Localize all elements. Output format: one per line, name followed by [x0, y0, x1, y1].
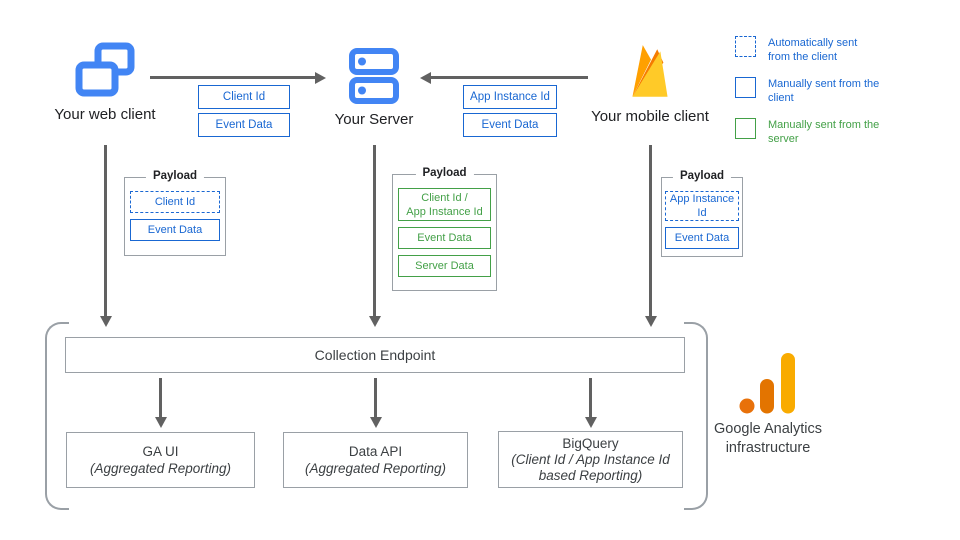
- data-api-box: Data API (Aggregated Reporting): [283, 432, 468, 488]
- web-client-node: Your web client: [45, 42, 165, 123]
- infrastructure-bracket-left: [45, 322, 69, 510]
- ga-ui-title: GA UI: [142, 444, 179, 459]
- bigquery-title: BigQuery: [562, 435, 619, 451]
- mobile-payload: Payload App Instance Id Event Data: [661, 170, 743, 257]
- payload-chip-app-instance-id: App Instance Id: [665, 191, 739, 221]
- mobile-client-label: Your mobile client: [591, 108, 709, 125]
- server-icon: [349, 48, 399, 104]
- collection-endpoint-box: Collection Endpoint: [65, 337, 685, 373]
- payload-chip-event-data: Event Data: [398, 227, 491, 249]
- data-api-subtitle: (Aggregated Reporting): [304, 461, 447, 476]
- mobile-edge-tags: App Instance Id Event Data: [463, 85, 557, 137]
- web-payload: Payload Client Id Event Data: [124, 170, 226, 256]
- google-analytics-logo-icon: [739, 353, 795, 414]
- chip-client-id: Client Id: [198, 85, 290, 109]
- infrastructure-label: Google Analytics infrastructure: [713, 421, 822, 456]
- payload-chip-event-data: Event Data: [665, 227, 739, 249]
- payload-chip-client-id: Client Id: [130, 191, 220, 213]
- legend-label: Manually sent from the client: [768, 78, 880, 104]
- arrow-mobile-down: [645, 145, 656, 327]
- server-label: Your Server: [334, 111, 414, 128]
- server-payload: Payload Client Id / App Instance Id Even…: [392, 167, 497, 291]
- arrow-endpoint-to-bigquery: [585, 378, 596, 428]
- web-client-icon: [75, 42, 135, 97]
- arrow-endpoint-to-data-api: [370, 378, 381, 428]
- server-payload-title: Payload: [415, 167, 474, 179]
- ga-ui-box: GA UI (Aggregated Reporting): [66, 432, 255, 488]
- chip-event-data: Event Data: [198, 113, 290, 137]
- mobile-payload-title: Payload: [672, 170, 732, 182]
- server-node: Your Server: [314, 48, 434, 128]
- arrow-server-down: [369, 145, 380, 327]
- payload-chip-event-data: Event Data: [130, 219, 220, 241]
- arrow-endpoint-to-ga-ui: [155, 378, 166, 428]
- payload-chip-server-data: Server Data: [398, 255, 491, 277]
- legend-swatch-solid-green: [735, 118, 756, 139]
- chip-event-data: Event Data: [463, 113, 557, 137]
- arrow-web-to-server: [150, 72, 326, 83]
- legend-item-auto-client: Automatically sent from the client: [735, 36, 880, 64]
- web-client-label: Your web client: [54, 106, 156, 123]
- data-api-title: Data API: [348, 444, 403, 459]
- legend-item-manual-client: Manually sent from the client: [735, 77, 880, 105]
- legend-label: Manually sent from the server: [768, 119, 880, 145]
- arrow-mobile-to-server: [420, 72, 588, 83]
- ga-ui-subtitle: (Aggregated Reporting): [89, 461, 232, 476]
- legend-swatch-dashed-blue: [735, 36, 756, 57]
- web-payload-title: Payload: [145, 170, 205, 182]
- arrow-web-down: [100, 145, 111, 327]
- collection-endpoint-label: Collection Endpoint: [314, 346, 436, 363]
- chip-app-instance-id: App Instance Id: [463, 85, 557, 109]
- web-edge-tags: Client Id Event Data: [198, 85, 290, 137]
- legend-item-manual-server: Manually sent from the server: [735, 118, 880, 146]
- bigquery-box: BigQuery (Client Id / App Instance Id ba…: [498, 431, 683, 488]
- bigquery-subtitle: (Client Id / App Instance Id based Repor…: [511, 451, 670, 483]
- legend-label: Automatically sent from the client: [768, 37, 858, 63]
- payload-chip-client-or-app-id: Client Id / App Instance Id: [398, 188, 491, 221]
- firebase-icon: [632, 45, 668, 97]
- infrastructure-bracket-right: [684, 322, 708, 510]
- mobile-client-node: Your mobile client: [585, 40, 715, 125]
- legend-swatch-solid-blue: [735, 77, 756, 98]
